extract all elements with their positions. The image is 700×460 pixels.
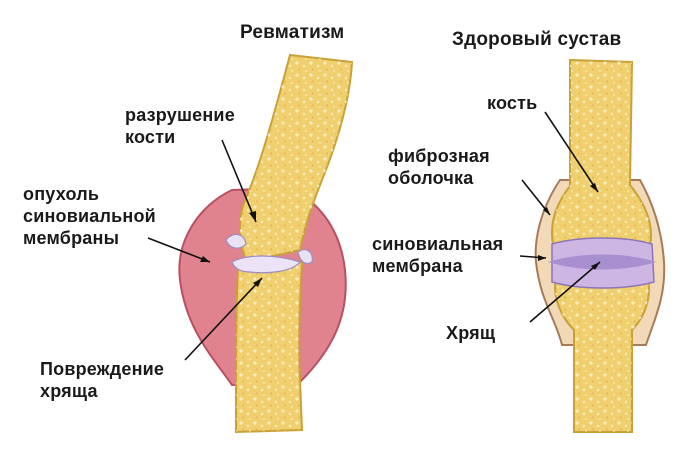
label-bone-destruction: разрушение кости [125,105,235,147]
title-healthy-joint: Здоровый сустав [452,29,622,50]
label-cartilage-damage: Повреждение хряща [40,359,165,401]
synovial-space [548,254,656,270]
label-synovial-swelling: опухоль синовиальной мембраны [23,184,156,248]
healthy-joint [534,58,666,433]
label-synovial-membrane: синовиальная мембрана [372,234,504,276]
label-bone: кость [487,93,538,113]
label-cartilage: Хрящ [446,323,496,343]
pointer-lines [147,111,601,361]
title-rheumatism: Ревматизм [240,22,345,43]
rheumatism-joint [178,53,354,434]
label-fibrous-capsule: фиброзная оболочка [388,146,490,188]
